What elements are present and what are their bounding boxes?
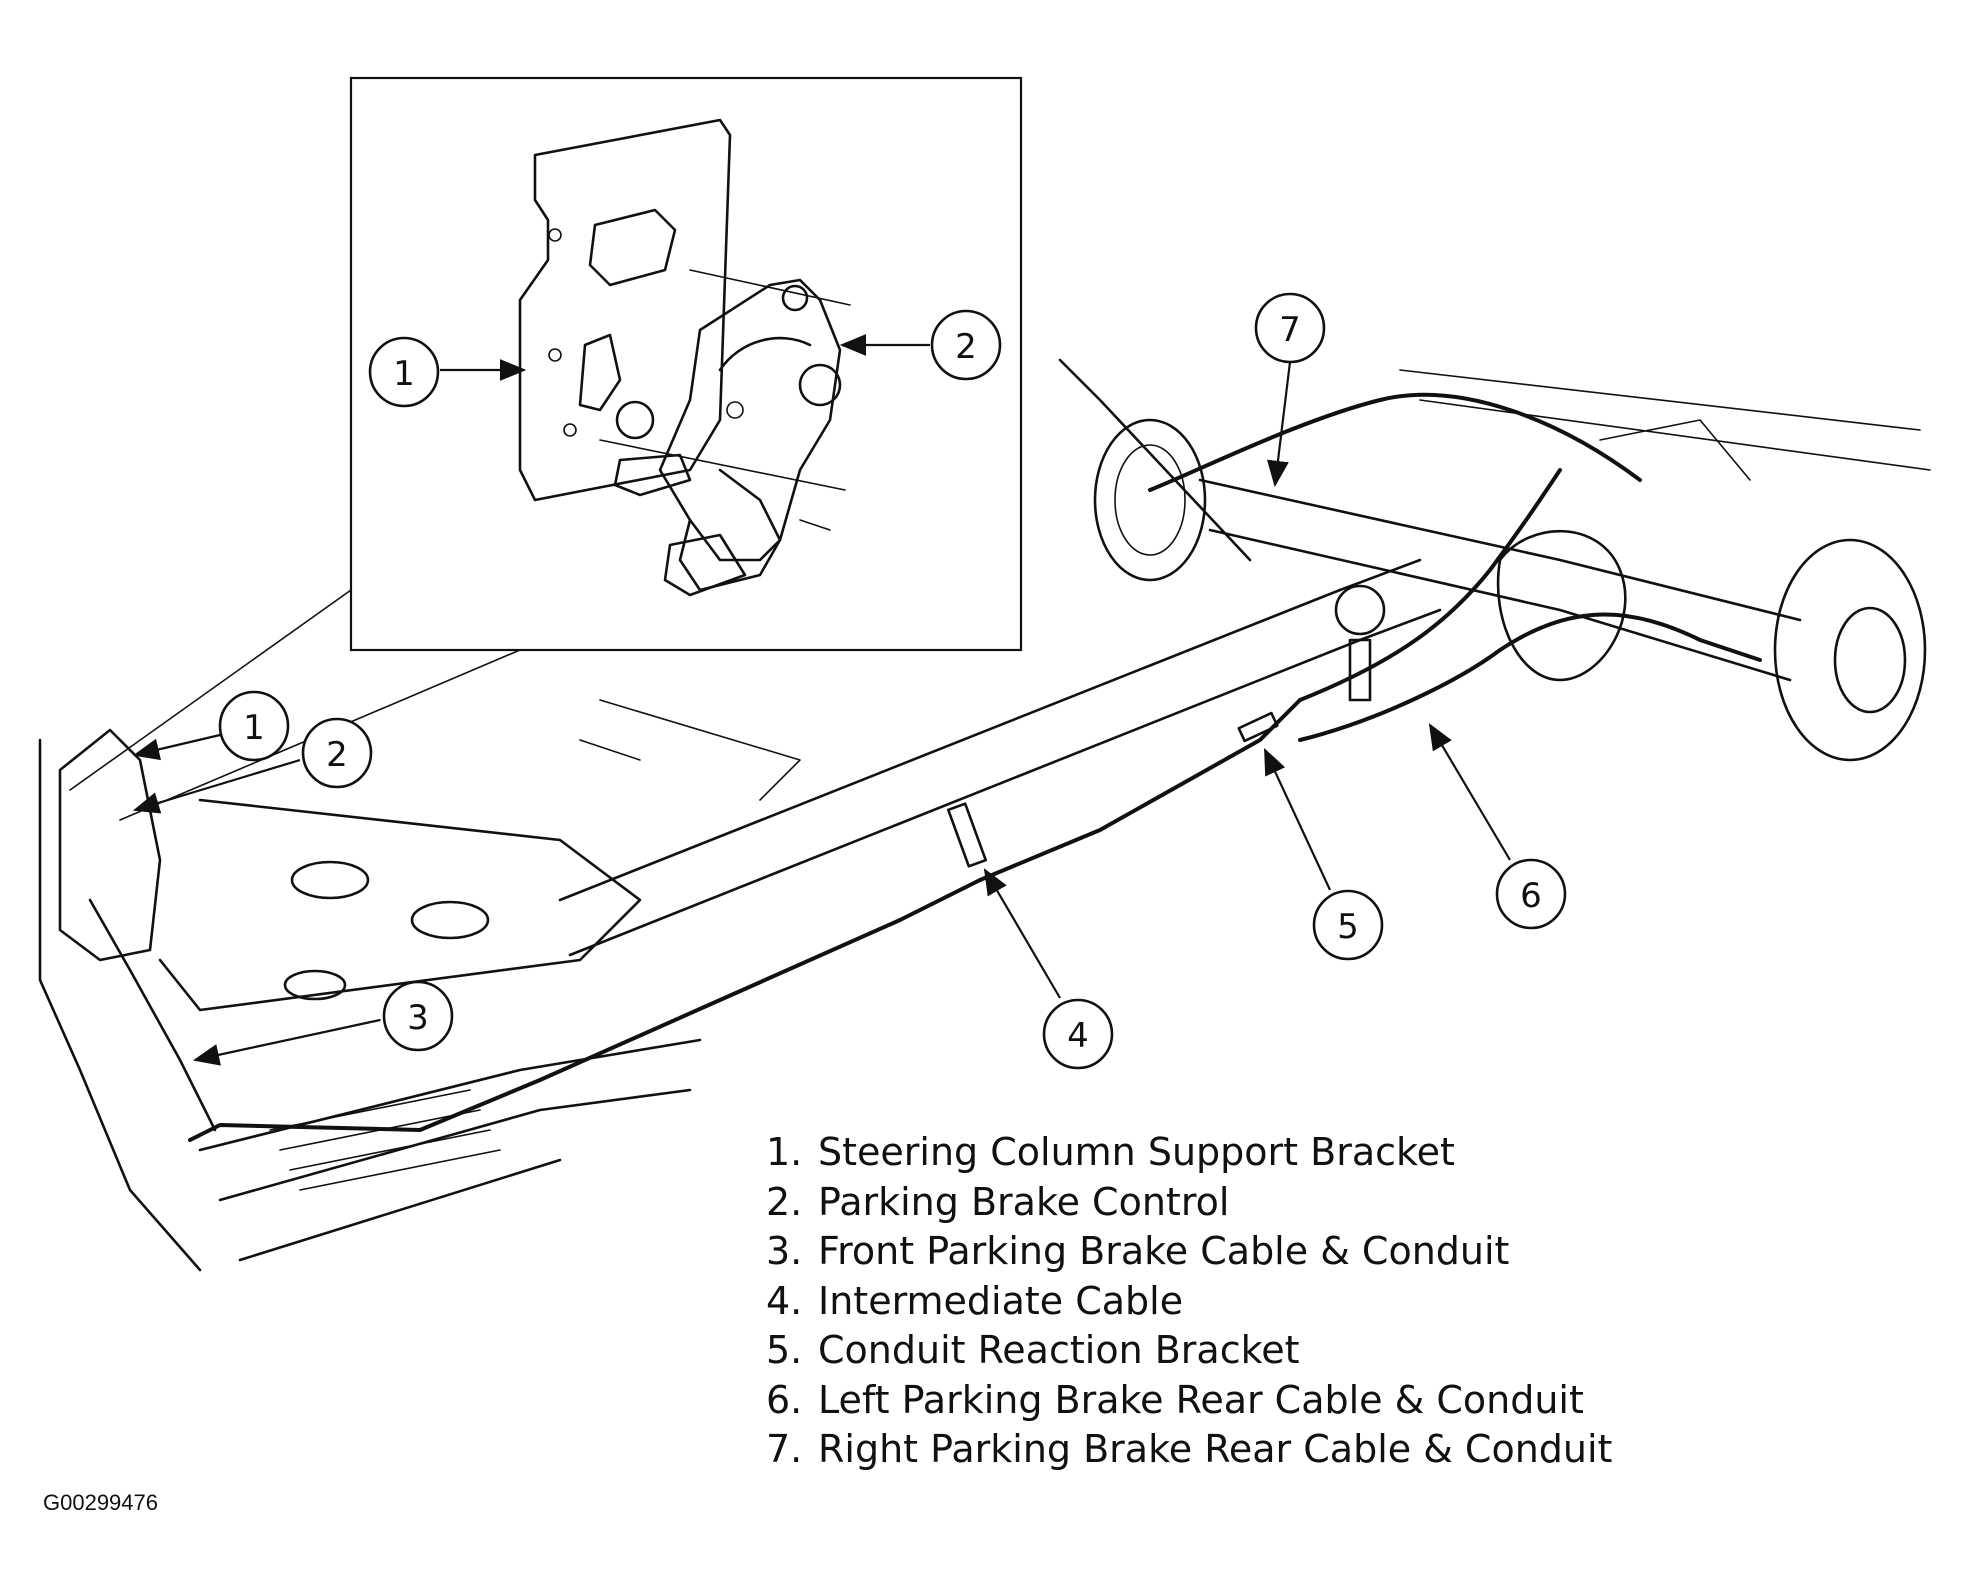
main-callout-7: 7 — [1254, 292, 1326, 488]
main-callout-2: 2 — [132, 717, 373, 814]
main-callout-5: 5 — [1264, 748, 1384, 961]
legend-item: 1.Steering Column Support Bracket — [766, 1130, 1455, 1174]
left-rear-cable — [1298, 468, 1562, 702]
bracket-cutout-upper — [588, 208, 677, 287]
inset-detail: 1 2 — [69, 76, 1023, 821]
svg-text:1: 1 — [243, 708, 265, 748]
bracket-bolt-1 — [548, 228, 562, 242]
inset-frame — [349, 76, 1023, 652]
cab-side-outline — [38, 738, 202, 1272]
legend-item: 7.Right Parking Brake Rear Cable & Condu… — [766, 1427, 1613, 1471]
pivot-small — [726, 401, 744, 419]
figure-id: G00299476 — [43, 1490, 158, 1515]
support-bracket-plate — [518, 118, 732, 502]
main-callout-1: 1 — [132, 690, 290, 762]
intermediate-connector — [946, 802, 988, 868]
pivot-mid — [798, 363, 842, 407]
legend-item: 4.Intermediate Cable — [766, 1278, 1184, 1323]
intermediate-cable — [978, 698, 1302, 882]
control-housing — [658, 278, 842, 562]
right-rear-cable — [1298, 612, 1762, 742]
svg-text:7: 7 — [1279, 310, 1301, 350]
floor-hole-2 — [410, 900, 490, 940]
rocker-sill — [198, 1038, 702, 1262]
bracket-hole — [615, 400, 655, 440]
svg-text:3: 3 — [407, 998, 429, 1038]
inset-leader-left — [69, 589, 352, 791]
rear-frame-crossmember — [1399, 369, 1931, 481]
inset-callout-1: 1 — [368, 336, 527, 408]
front-cable — [188, 878, 982, 1142]
front-cable-lead — [88, 898, 217, 1132]
legend-item: 5.Conduit Reaction Bracket — [766, 1328, 1300, 1372]
reaction-bracket — [1348, 638, 1372, 702]
svg-text:6: 6 — [1520, 876, 1542, 916]
left-drum — [1773, 538, 1927, 762]
shock-absorber — [1058, 358, 1252, 562]
frame-rail-front — [558, 588, 1362, 957]
dash-panel — [58, 728, 162, 962]
axle-housing — [1198, 478, 1802, 682]
legend-item: 3.Front Parking Brake Cable & Conduit — [766, 1229, 1510, 1273]
inset-pointer-a — [689, 269, 851, 306]
floor-fold — [579, 699, 801, 801]
rear-axle-assembly — [1058, 358, 1931, 762]
floor-pan — [158, 798, 642, 1012]
brake-cables — [88, 392, 1762, 1142]
main-callout-4: 4 — [983, 868, 1114, 1070]
flange — [1334, 584, 1386, 636]
inset-pointer-c — [799, 519, 831, 531]
bracket-cutout-lower — [578, 333, 622, 412]
main-callout-3: 3 — [192, 980, 454, 1066]
bracket-bolt-3 — [563, 423, 577, 437]
floor-hole-1 — [290, 860, 370, 900]
inset-callout-2: 2 — [839, 309, 1002, 381]
parts-legend: 1.Steering Column Support Bracket 2.Park… — [766, 1128, 1612, 1475]
brake-pedal-arm — [678, 468, 782, 592]
ratchet-sector — [718, 336, 812, 372]
pivot-upper — [781, 284, 809, 312]
cable-sleeve — [1237, 711, 1279, 743]
right-drum-inner — [1114, 444, 1186, 556]
differential — [1496, 529, 1627, 682]
vehicle-floor — [38, 558, 1442, 1272]
legend-item: 2.Parking Brake Control — [766, 1179, 1230, 1224]
release-handle — [613, 453, 692, 497]
bracket-bolt-2 — [548, 348, 562, 362]
left-drum-hub — [1833, 606, 1907, 714]
floor-hole-3 — [283, 969, 347, 1001]
main-callout-6: 6 — [1428, 723, 1567, 930]
svg-text:2: 2 — [955, 327, 977, 367]
svg-text:2: 2 — [326, 735, 348, 775]
svg-text:1: 1 — [393, 354, 415, 394]
inset-pointer-b — [599, 439, 846, 491]
right-drum — [1093, 418, 1207, 582]
right-cable-upper — [1148, 392, 1642, 492]
frame-rail-rear — [1338, 558, 1442, 642]
svg-text:5: 5 — [1337, 907, 1359, 947]
svg-text:4: 4 — [1067, 1016, 1089, 1056]
legend-item: 6.Left Parking Brake Rear Cable & Condui… — [766, 1377, 1584, 1422]
brake-pedal-pad — [663, 533, 747, 597]
